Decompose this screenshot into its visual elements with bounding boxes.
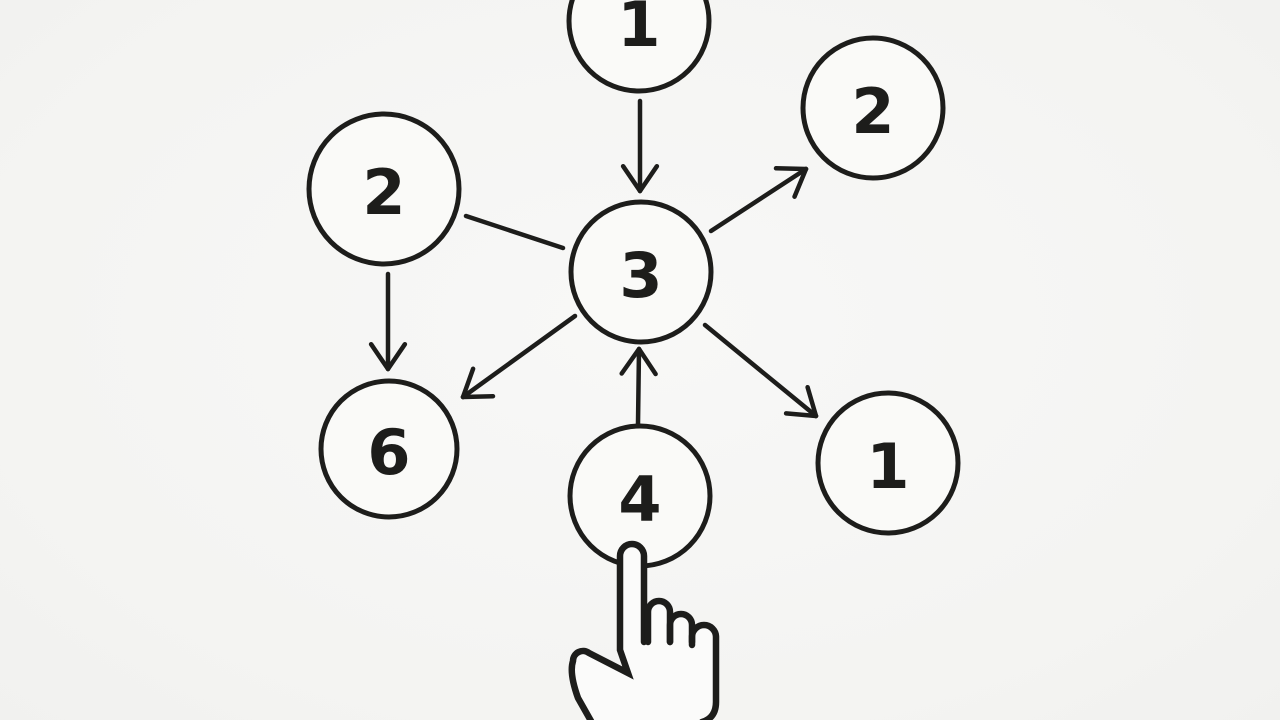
node-circle[interactable] [800,35,946,181]
arrowhead-barb [619,346,642,376]
graph-node-bottom-left-6[interactable]: 6 [318,378,460,520]
node-label: 3 [619,239,662,312]
node-circle[interactable] [568,199,714,345]
hand-pointer-icon [568,540,720,720]
edge-top1-to-center3 [620,98,660,194]
arrowhead-barb [460,393,496,400]
node-label: 1 [866,430,909,503]
node-label: 4 [618,463,661,536]
graph-node-left-2[interactable]: 2 [306,111,462,267]
graph-node-top-1[interactable]: 1 [566,0,712,94]
node-label: 2 [851,75,894,148]
arrowhead-barb [636,346,658,377]
node-circle[interactable] [815,390,961,536]
arrowhead-barb [637,163,660,194]
node-circle[interactable] [566,0,712,94]
edge-center3-to-topright2 [708,166,809,234]
pinky-knuckle-and-palm-edge [688,621,720,720]
node-circle[interactable] [306,111,462,267]
ring-finger-knuckle [666,610,696,646]
arrowhead-barb [620,163,643,194]
edge-center3-to-6 [460,313,578,400]
graph-node-bottom-4[interactable]: 4 [567,423,713,569]
node-label: 1 [617,0,660,61]
edge-center3-to-bottomright1 [702,322,819,419]
graph-node-bottom-right-1[interactable]: 1 [815,390,961,536]
arrowhead-barb [773,166,809,172]
graph-node-top-right-2[interactable]: 2 [800,35,946,181]
node-label: 6 [367,416,410,489]
arrowhead-barb [783,411,819,419]
arrowhead-barb [792,166,809,199]
node-label: 2 [362,156,405,229]
index-finger-and-thumb-outline [568,540,648,720]
node-circle[interactable] [318,378,460,520]
graph-node-center-3[interactable]: 3 [568,199,714,345]
arrowhead-barb [385,341,408,372]
edge-left2-to-6 [368,271,408,372]
arrowhead-barb [460,366,476,400]
edge-4-to-center3 [619,346,658,427]
arrowhead-barb [805,384,819,419]
edge-left2-to-center3 [463,213,566,251]
middle-finger-knuckle [644,597,674,646]
arrowhead-barb [368,341,391,372]
